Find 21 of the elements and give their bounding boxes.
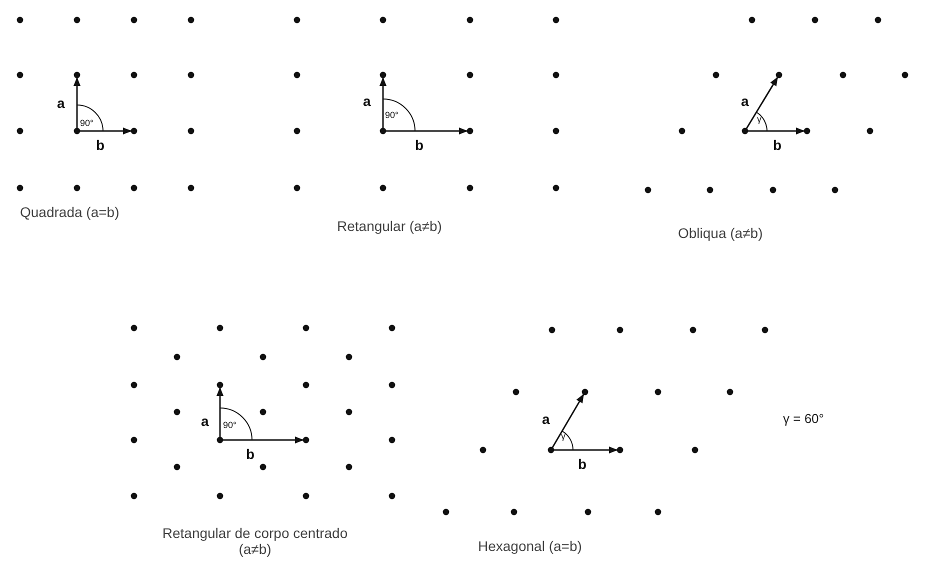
lattice-caption: Retangular (a≠b) [337,218,442,234]
lattice-caption: Retangular de corpo centrado (a≠b) [161,525,349,558]
vector-label: b [578,456,587,472]
angle-label: γ [561,431,566,442]
angle-label: 90° [223,420,237,430]
angle-label: 90° [80,118,94,128]
vector-label: b [96,137,105,154]
vector-label: b [246,446,255,462]
angle-label: 90° [385,110,399,120]
vector-label: b [415,137,424,154]
lattice-caption: Quadrada (a=b) [20,204,120,220]
vector-label: a [741,93,749,110]
angle-label: γ [757,114,762,124]
lattice-caption: Obliqua (a≠b) [678,225,763,242]
vector-label: a [363,93,371,110]
vector-label: a [57,95,65,112]
vector-label: a [542,411,550,428]
lattice-caption: Hexagonal (a=b) [478,538,582,554]
vector-label: a [201,413,209,430]
angle-note: γ = 60° [783,412,824,427]
vector-label: b [773,137,782,154]
